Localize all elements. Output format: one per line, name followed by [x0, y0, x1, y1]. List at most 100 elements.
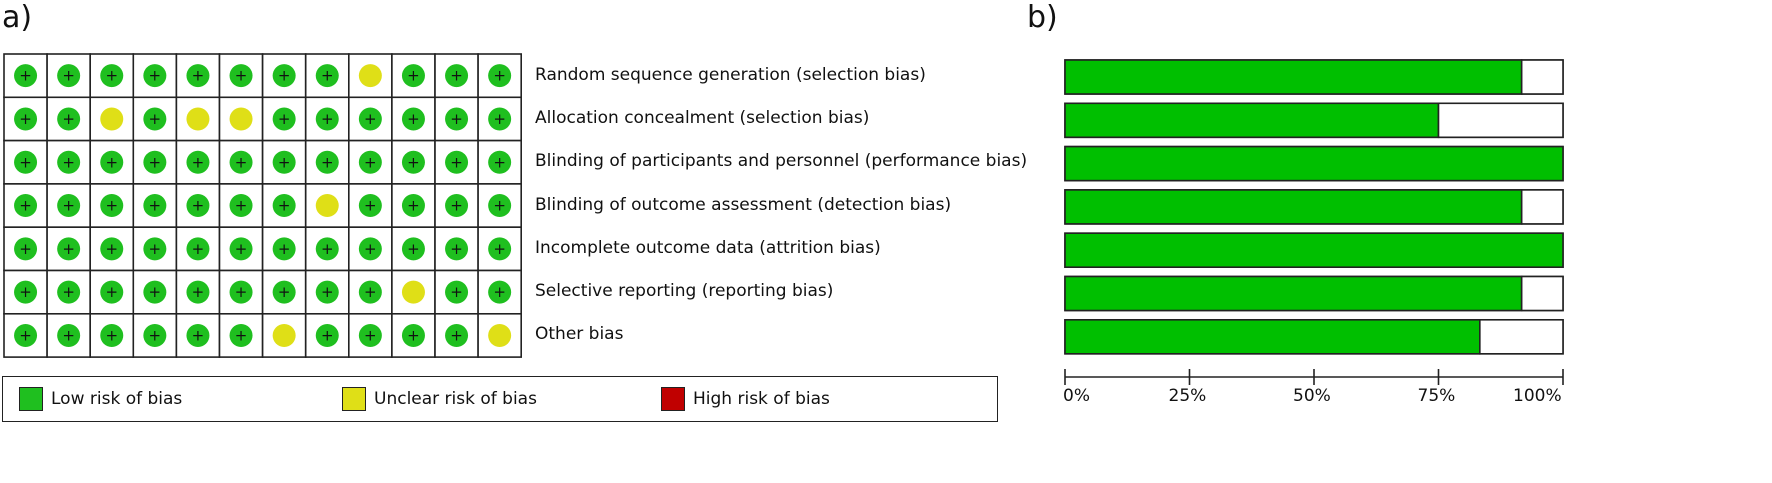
bar-low-risk — [1064, 275, 1523, 312]
low-risk-dot — [229, 64, 253, 88]
plus-mark: + — [407, 153, 420, 171]
x-tick-label: 0% — [1063, 386, 1090, 406]
plus-mark: + — [364, 240, 377, 258]
plus-mark: + — [450, 67, 463, 85]
plus-mark: + — [19, 197, 32, 215]
low-risk-dot — [488, 280, 512, 304]
low-risk-dot — [57, 194, 81, 218]
low-risk-dot — [229, 237, 253, 261]
plus-mark: + — [450, 240, 463, 258]
plus-mark: + — [407, 240, 420, 258]
low-risk-dot — [143, 150, 167, 174]
low-risk-dot — [358, 107, 382, 131]
low-risk-dot — [100, 280, 124, 304]
legend-item-unclear: Unclear risk of bias — [342, 386, 537, 412]
unclear-risk-dot — [272, 323, 296, 347]
plus-mark: + — [364, 153, 377, 171]
unclear-risk-dot — [488, 323, 512, 347]
legend-label: Low risk of bias — [51, 389, 183, 409]
panel-a-label: a) — [2, 0, 33, 35]
low-risk-dot — [401, 64, 425, 88]
plus-mark: + — [450, 153, 463, 171]
plus-mark: + — [321, 326, 334, 344]
low-risk-dot — [143, 107, 167, 131]
plus-mark: + — [450, 283, 463, 301]
low-risk-dot — [14, 107, 38, 131]
low-risk-dot — [57, 64, 81, 88]
low-risk-dot — [143, 280, 167, 304]
low-risk-dot — [272, 280, 296, 304]
low-risk-dot — [401, 194, 425, 218]
plus-mark: + — [19, 67, 32, 85]
low-risk-dot — [272, 64, 296, 88]
plus-mark: + — [235, 67, 248, 85]
low-risk-dot — [143, 323, 167, 347]
plus-mark: + — [364, 326, 377, 344]
low-risk-dot — [143, 237, 167, 261]
plus-mark: + — [149, 283, 162, 301]
low-risk-dot — [315, 323, 339, 347]
plus-mark: + — [192, 197, 205, 215]
bar-low-risk — [1064, 102, 1440, 139]
plus-mark: + — [493, 110, 506, 128]
plus-mark: + — [149, 326, 162, 344]
low-risk-dot — [186, 150, 210, 174]
low-risk-dot — [57, 237, 81, 261]
low-risk-dot — [57, 150, 81, 174]
low-risk-dot — [14, 237, 38, 261]
plus-mark: + — [235, 326, 248, 344]
plus-mark: + — [149, 110, 162, 128]
plus-mark: + — [235, 283, 248, 301]
plus-mark: + — [407, 110, 420, 128]
bar-unclear-risk — [1437, 102, 1564, 139]
plus-mark: + — [407, 326, 420, 344]
row-label: Other bias — [535, 324, 624, 345]
low-risk-dot — [488, 64, 512, 88]
plus-mark: + — [105, 153, 118, 171]
plus-mark: + — [364, 283, 377, 301]
low-risk-dot — [143, 64, 167, 88]
plus-mark: + — [105, 326, 118, 344]
bar-low-risk — [1064, 318, 1481, 355]
low-risk-dot — [401, 107, 425, 131]
plus-mark: + — [235, 197, 248, 215]
low-risk-dot — [401, 237, 425, 261]
plus-mark: + — [19, 326, 32, 344]
low-risk-dot — [358, 323, 382, 347]
plus-mark: + — [450, 197, 463, 215]
bar-low-risk — [1064, 189, 1523, 225]
legend-item-low: Low risk of bias — [19, 386, 182, 412]
low-risk-dot — [14, 280, 38, 304]
bar-low-risk — [1064, 232, 1564, 268]
grid-cell — [175, 226, 221, 272]
legend-item-high: High risk of bias — [661, 386, 830, 412]
low-risk-dot — [186, 280, 210, 304]
low-risk-dot — [315, 64, 339, 88]
unclear-risk-dot — [100, 107, 124, 131]
bar-unclear-risk — [1479, 318, 1564, 355]
plus-mark: + — [278, 110, 291, 128]
low-risk-dot — [14, 150, 38, 174]
plus-mark: + — [493, 283, 506, 301]
legend-label: High risk of bias — [693, 389, 830, 409]
plus-mark: + — [105, 197, 118, 215]
low-risk-dot — [315, 280, 339, 304]
low-risk-dot — [14, 194, 38, 218]
plus-mark: + — [364, 110, 377, 128]
plus-mark: + — [105, 283, 118, 301]
legend-label: Unclear risk of bias — [374, 389, 537, 409]
low-risk-dot — [186, 194, 210, 218]
low-risk-dot — [315, 107, 339, 131]
low-risk-dot — [401, 150, 425, 174]
plus-mark: + — [62, 67, 75, 85]
low-risk-dot — [445, 237, 469, 261]
plus-mark: + — [493, 197, 506, 215]
panel-b-label: b) — [1027, 0, 1058, 35]
low-risk-dot — [315, 237, 339, 261]
plus-mark: + — [321, 283, 334, 301]
low-risk-dot — [272, 194, 296, 218]
plus-mark: + — [19, 240, 32, 258]
risk-of-bias-graph — [1064, 59, 1564, 385]
grid-cell — [89, 183, 135, 228]
plus-mark: + — [19, 153, 32, 171]
